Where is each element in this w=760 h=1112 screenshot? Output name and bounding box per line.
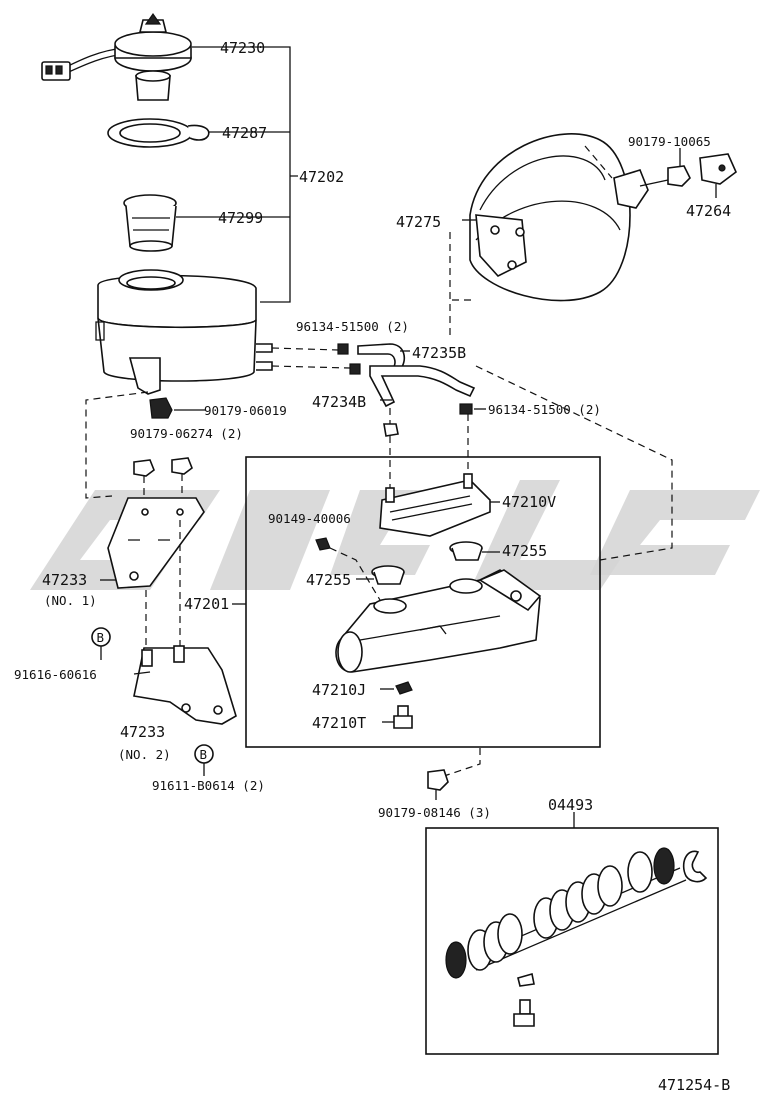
brake-booster [469,133,669,302]
booster-nut [667,148,691,187]
label-47233-no2-note: (NO. 2) [118,747,171,762]
master-cylinder-body [335,569,542,673]
marker-b-1-label: B [97,630,105,645]
small-screw [315,537,381,601]
dash-mc-nut [443,748,481,777]
label-47255-upper: 47255 [502,542,547,560]
label-04493: 04493 [548,796,593,814]
reservoir-strainer [123,194,177,252]
label-47299: 47299 [218,209,263,227]
label-90179-08146: 90179-08146 (3) [378,805,491,820]
reservoir-cap-sensor [41,12,192,101]
mc-mount-nut [427,769,449,800]
hoses [271,343,476,408]
watermark-logo [30,480,760,590]
mount-nuts [133,457,193,520]
repair-kit-pistons [445,847,708,979]
label-47210v: 47210V [502,493,556,511]
grommet-upper [449,541,500,561]
dash-booster-link [449,232,472,338]
repair-kit-box [425,827,719,1055]
label-47235b: 47235B [412,344,466,362]
repair-kit-small-parts [513,972,535,1027]
label-91616-60616: 91616-60616 [14,667,97,682]
label-90149-40006: 90149-40006 [268,511,351,526]
reservoir-gasket [107,118,210,148]
label-47255-lower: 47255 [306,571,351,589]
label-47287: 47287 [222,124,267,142]
label-91611-b0614: 91611-B0614 (2) [152,778,265,793]
label-90179-10065: 90179-10065 [628,134,711,149]
label-47230: 47230 [220,39,265,57]
bracket-no2 [133,520,237,725]
leaders-reservoir [176,131,298,218]
label-90179-06019: 90179-06019 [204,403,287,418]
marker-b-2-label: B [200,747,208,762]
label-90179-06274: 90179-06274 (2) [130,426,243,441]
marker-b-2: B [194,744,214,776]
marker-b-1: B [91,627,111,660]
reservoir-mount-bolt [85,391,205,499]
reservoir-seal-bracket [379,436,500,537]
diagram-ref-code: 471254-B [658,1076,730,1094]
label-47233-no2: 47233 [120,723,165,741]
label-47202: 47202 [299,168,344,186]
label-47210t: 47210T [312,714,366,732]
grommet-lower [356,565,405,585]
booster-clevis [699,153,737,198]
label-96134-51500-lower: 96134-51500 (2) [488,402,601,417]
mc-piston-stop-pin [380,681,413,695]
label-47233-no1-note: (NO. 1) [44,593,97,608]
label-47233-no1: 47233 [42,571,87,589]
label-47210j: 47210J [312,681,366,699]
label-47234b: 47234B [312,393,366,411]
master-cylinder-group-box [245,456,601,748]
leader-47202-bracket [220,46,291,303]
mc-stop-bolt [382,705,413,729]
label-47275: 47275 [396,213,441,231]
label-47201: 47201 [184,595,229,613]
reservoir-tank [95,269,273,395]
label-47264: 47264 [686,202,731,220]
hose-clips [383,365,673,561]
label-96134-51500-upper: 96134-51500 (2) [296,319,409,334]
